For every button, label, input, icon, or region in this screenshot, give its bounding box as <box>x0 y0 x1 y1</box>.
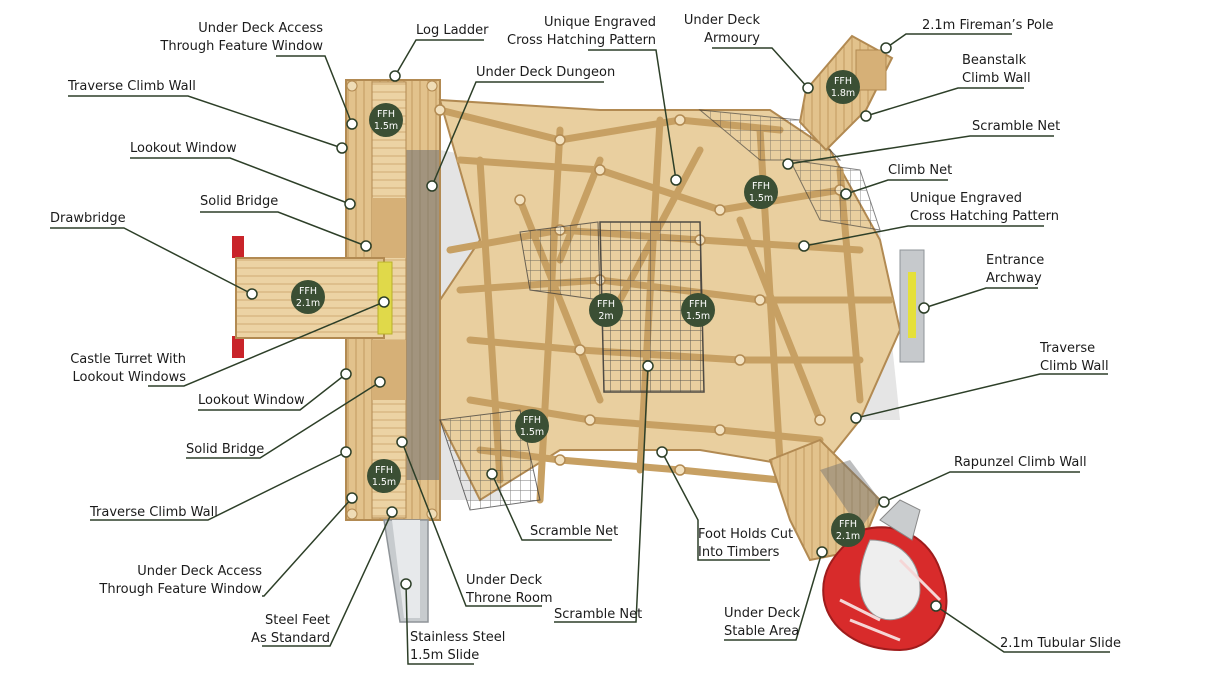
callout-under-deck-dungeon: Under Deck Dungeon <box>476 65 616 80</box>
callout-unique-engraved-right: Unique Engraved Cross Hatching Pattern <box>910 191 1059 224</box>
ffh-label: FFH <box>523 415 541 426</box>
leader-unique-engraved-right <box>803 225 1044 247</box>
callout-under-deck-access-bottom: Under Deck Access Through Feature Window <box>99 564 262 597</box>
ffh-label: FFH <box>375 465 393 476</box>
anchor-dots <box>246 42 942 612</box>
leader-log-ladder <box>394 39 484 77</box>
callout-solid-bridge-top: Solid Bridge <box>200 194 279 209</box>
ffh-label: FFH <box>689 299 707 310</box>
ffh-badge-armoury: FFH 1.8m <box>826 70 860 104</box>
callout-lookout-window-top: Lookout Window <box>130 141 237 156</box>
callout-rapunzel-climb-wall: Rapunzel Climb Wall <box>954 455 1087 470</box>
ffh-height: 1.5m <box>374 121 398 132</box>
leader-lines <box>50 33 1110 665</box>
leader-under-deck-armoury <box>712 47 809 89</box>
leader-under-deck-access-top <box>276 55 353 125</box>
ffh-height: 2.1m <box>296 298 320 309</box>
left-tower <box>345 79 441 521</box>
ffh-height: 1.5m <box>686 311 710 322</box>
ffh-height: 2m <box>598 311 613 322</box>
ffh-height: 1.5m <box>749 193 773 204</box>
leader-entrance-archway <box>923 287 1038 309</box>
callout-traverse-climb-wall-bottom: Traverse Climb Wall <box>90 505 218 520</box>
leader-scramble-net-center <box>554 365 649 623</box>
leader-lookout-window-top <box>130 157 351 205</box>
tubular-slide <box>822 499 948 652</box>
callout-under-deck-armoury: Under Deck Armoury <box>683 13 760 46</box>
leader-tubular-slide <box>935 605 1110 653</box>
callout-steel-feet: Steel Feet As Standard <box>251 613 330 646</box>
ffh-label: FFH <box>834 76 852 87</box>
callout-log-ladder: Log Ladder <box>416 23 489 38</box>
ffh-badge-drawbridge: FFH 2.1m <box>291 280 325 314</box>
leader-unique-engraved-top <box>588 49 677 181</box>
callout-traverse-climb-wall-top: Traverse Climb Wall <box>68 79 196 94</box>
leader-stainless-slide <box>405 583 474 665</box>
ffh-label: FFH <box>299 286 317 297</box>
callout-entrance-archway: Entrance Archway <box>986 253 1045 286</box>
callout-scramble-net-bottom: Scramble Net <box>530 524 619 539</box>
callout-scramble-net-center: Scramble Net <box>554 607 643 622</box>
ffh-badge-center-2m: FFH 2m <box>589 293 623 327</box>
leader-rapunzel <box>883 471 1080 503</box>
ffh-badge-top-left: FFH 1.5m <box>369 103 403 137</box>
callout-castle-turret: Castle Turret With Lookout Windows <box>70 352 186 385</box>
callout-under-deck-access-top: Under Deck Access Through Feature Window <box>160 21 323 54</box>
ffh-height: 2.1m <box>836 531 860 542</box>
leader-solid-bridge-top <box>200 211 367 247</box>
ffh-height: 1.5m <box>520 427 544 438</box>
ffh-badge-slide: FFH 2.1m <box>831 513 865 547</box>
leader-throne-room <box>401 441 542 607</box>
leader-beanstalk <box>865 87 1024 117</box>
ffh-label: FFH <box>839 519 857 530</box>
ffh-height: 1.5m <box>372 477 396 488</box>
callout-climb-net: Climb Net <box>888 163 953 178</box>
leader-drawbridge <box>50 227 253 295</box>
leader-solid-bridge-bottom <box>186 381 381 459</box>
callout-traverse-climb-wall-right: Traverse Climb Wall <box>1040 341 1109 374</box>
leader-firemans-pole <box>885 33 1012 49</box>
leader-castle-turret <box>148 301 385 387</box>
steel-slide <box>383 519 429 623</box>
ffh-badge-lower-center: FFH 1.5m <box>515 409 549 443</box>
callout-tubular-slide: 2.1m Tubular Slide <box>1000 636 1121 651</box>
callout-solid-bridge-bottom: Solid Bridge <box>186 442 265 457</box>
callout-stainless-steel-slide: Stainless Steel 1.5m Slide <box>410 630 506 663</box>
leader-traverse-climb-wall-right <box>855 373 1108 419</box>
callout-unique-engraved-top: Unique Engraved Cross Hatching Pattern <box>507 15 656 48</box>
leader-climb-net <box>845 179 948 195</box>
nets <box>439 109 881 511</box>
leader-lookout-window-bottom <box>198 373 347 411</box>
leader-traverse-climb-wall-bottom <box>90 451 347 521</box>
callout-firemans-pole: 2.1m Fireman’s Pole <box>922 18 1054 33</box>
callout-lookout-window-bottom: Lookout Window <box>198 393 305 408</box>
ffh-label: FFH <box>377 109 395 120</box>
leader-traverse-climb-wall-top <box>68 95 343 149</box>
ffh-badge-upper-right: FFH 1.5m <box>744 175 778 209</box>
leader-foot-holds <box>661 451 770 561</box>
leader-scramble-net-right <box>787 135 1054 165</box>
ffh-badge-bottom-left: FFH 1.5m <box>367 459 401 493</box>
callout-scramble-net-right: Scramble Net <box>972 119 1061 134</box>
callout-foot-holds: Foot Holds Cut Into Timbers <box>698 527 794 560</box>
ffh-label: FFH <box>597 299 615 310</box>
leader-scramble-net-bottom <box>491 473 612 541</box>
leader-stable-area <box>724 551 823 641</box>
ffh-badges: FFH 1.5m FFH 2.1m FFH 1.5m FFH 2m FFH 1.… <box>291 70 865 547</box>
ffh-badge-center-15: FFH 1.5m <box>681 293 715 327</box>
leader-under-deck-dungeon <box>431 81 604 187</box>
callout-drawbridge: Drawbridge <box>50 211 126 226</box>
ffh-label: FFH <box>752 181 770 192</box>
callout-under-deck-stable-area: Under Deck Stable Area <box>724 606 801 639</box>
leader-under-deck-access-bottom <box>262 497 353 597</box>
leader-steel-feet <box>262 511 393 647</box>
ffh-height: 1.8m <box>831 88 855 99</box>
callout-beanstalk-climb-wall: Beanstalk Climb Wall <box>962 53 1031 86</box>
callout-under-deck-throne-room: Under Deck Throne Room <box>466 573 553 606</box>
